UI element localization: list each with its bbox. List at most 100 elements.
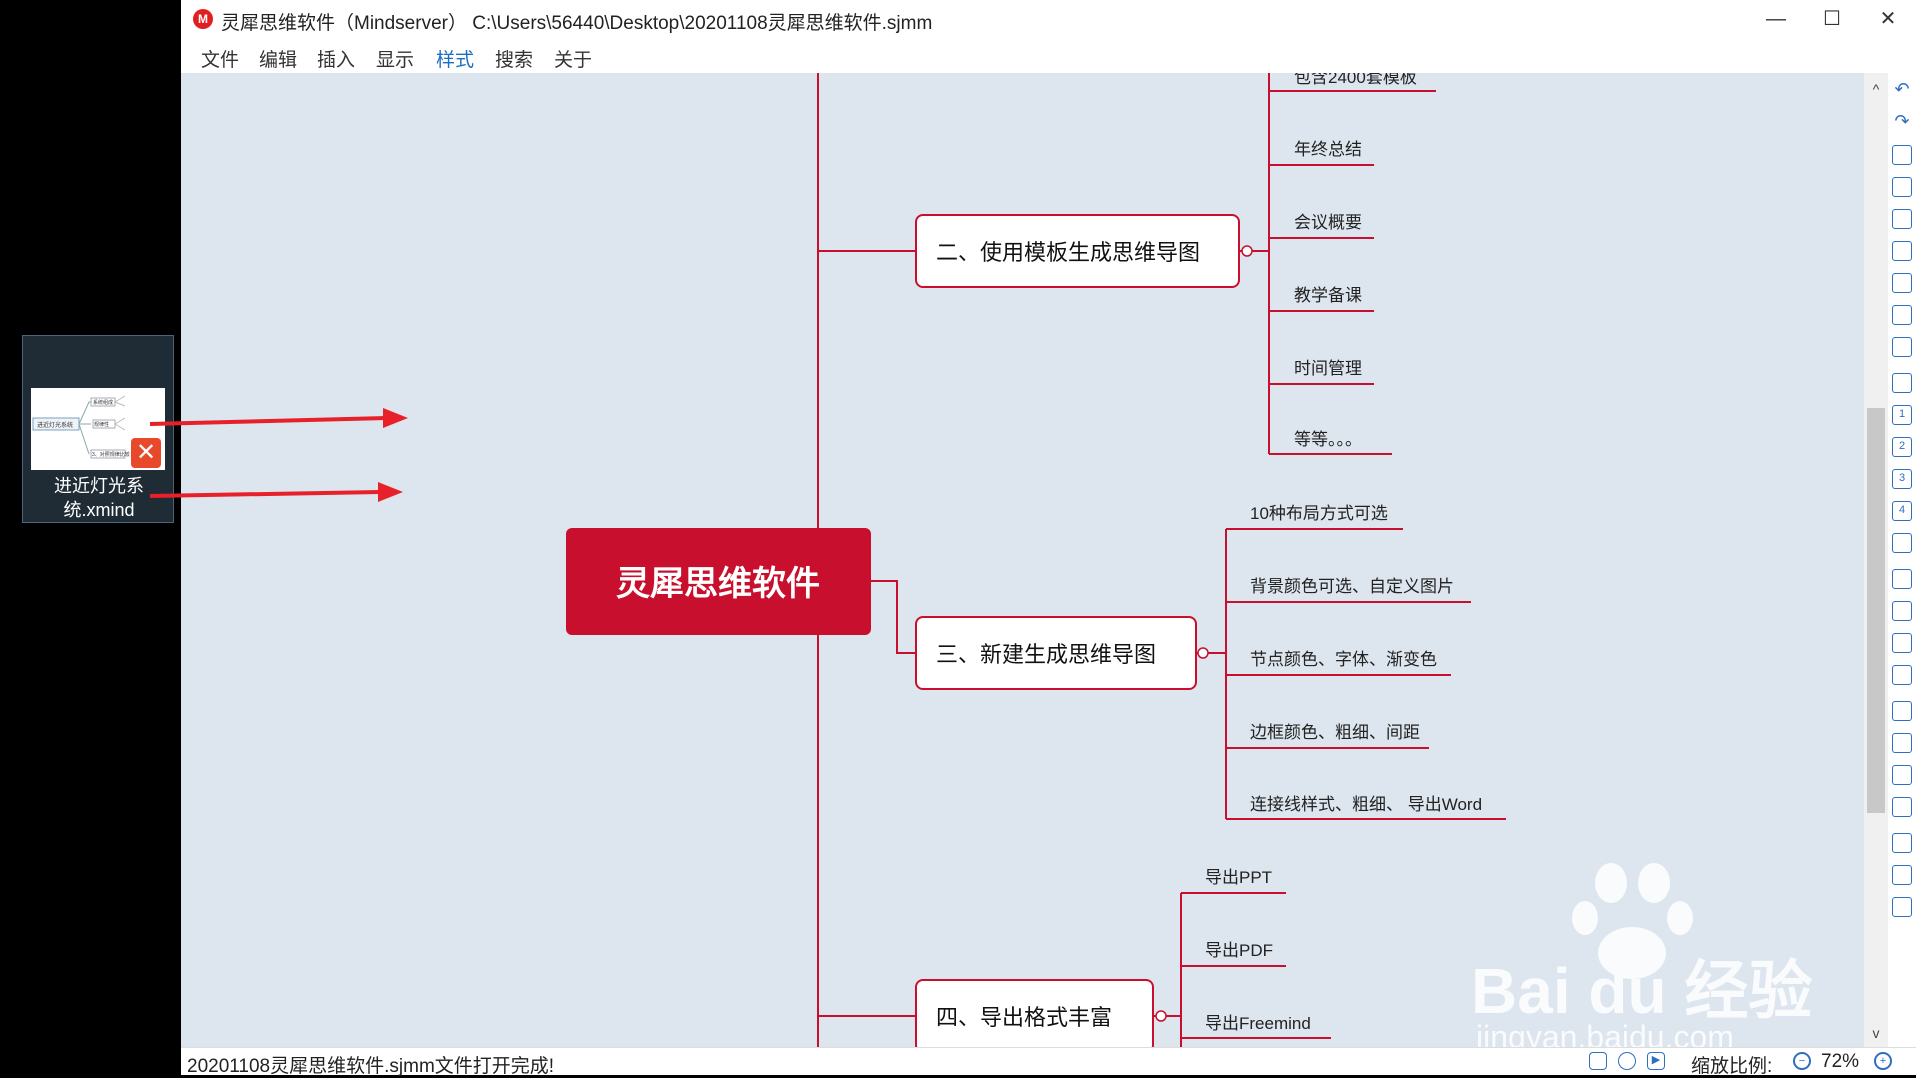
align-right-icon[interactable] [1892, 665, 1912, 685]
leaf-node[interactable]: 背景颜色可选、自定义图片 [1250, 577, 1454, 596]
maximize-button[interactable]: ☐ [1823, 8, 1841, 30]
thumbnail-mindmap: 进近灯光系统 系统组成 规律性 3、对照规律比较 [32, 395, 130, 459]
branch-label-templates: 二、使用模板生成思维导图 [936, 240, 1200, 265]
zoom-in-icon[interactable]: + [1874, 1052, 1892, 1070]
scroll-down-icon[interactable]: v [1872, 1025, 1880, 1041]
leaf-node[interactable]: 节点颜色、字体、渐变色 [1250, 650, 1437, 669]
thumb-root-label: 进近灯光系统 [37, 421, 73, 429]
paw-icon [1572, 863, 1693, 979]
vertical-scrollbar[interactable]: ^ v [1864, 73, 1888, 1047]
red-arrow-icon [149, 482, 403, 502]
menu-about[interactable]: 关于 [554, 50, 593, 71]
layout-tree-icon[interactable] [1892, 273, 1912, 293]
title-bar: M 灵犀思维软件（Mindserver） C:\Users\56440\Desk… [181, 0, 1916, 38]
branch-label-create: 三、新建生成思维导图 [936, 642, 1156, 667]
collapse-icon[interactable] [1892, 733, 1912, 753]
expand-icon[interactable] [1892, 701, 1912, 721]
chart-icon[interactable] [1892, 833, 1912, 853]
menu-view[interactable]: 显示 [376, 50, 415, 71]
connect-icon[interactable] [1892, 533, 1912, 553]
watermark-url: jingyan.baidu.com [1475, 1019, 1734, 1047]
leaf-node[interactable]: 导出PPT [1205, 868, 1272, 887]
find-icon[interactable] [1892, 797, 1912, 817]
close-button[interactable]: ✕ [1879, 8, 1897, 30]
zoom-label: 缩放比例: [1691, 1056, 1773, 1077]
level-4-icon[interactable]: 4 [1892, 501, 1912, 521]
add-child-icon[interactable] [1892, 177, 1912, 197]
present-icon[interactable]: ▶ [1647, 1052, 1665, 1070]
leaf-node[interactable]: 连接线样式、粗细、 导出Word [1250, 795, 1482, 814]
org-chart-icon[interactable] [1892, 897, 1912, 917]
leaf-node[interactable]: 时间管理 [1294, 359, 1362, 378]
align-top-icon[interactable] [1892, 569, 1912, 589]
root-node-label: 灵犀思维软件 [616, 565, 820, 603]
level-3-icon[interactable]: 3 [1892, 469, 1912, 489]
baidu-watermark: Bai du 经验 jingyan.baidu.com [1471, 863, 1812, 1047]
leaf-node[interactable]: 年终总结 [1294, 140, 1362, 159]
app-window: M 灵犀思维软件（Mindserver） C:\Users\56440\Desk… [181, 0, 1916, 1077]
thumb-label-3: 3、对照规律比较 [92, 451, 130, 458]
desktop-background: 进近灯光系统 系统组成 规律性 3、对照规律比较 ✕ 进近灯光系统.xmind [0, 0, 181, 1074]
app-logo-icon: M [193, 9, 213, 29]
mindmap-canvas[interactable]: 灵犀思维软件 二、使用模板生成思维导图 三、新建生成思维导图 四、导出格式丰富 … [181, 73, 1864, 1047]
redo-icon[interactable]: ↷ [1894, 111, 1910, 131]
connector-lines [817, 73, 1506, 1047]
file-thumbnail: 进近灯光系统 系统组成 规律性 3、对照规律比较 ✕ [31, 388, 165, 470]
leaf-node[interactable]: 会议概要 [1294, 213, 1362, 232]
undo-icon[interactable]: ↶ [1894, 79, 1910, 99]
branch-label-export: 四、导出格式丰富 [936, 1005, 1112, 1030]
menu-insert[interactable]: 插入 [317, 50, 356, 71]
right-toolbar: ↶ ↷ 1 2 3 4 [1888, 73, 1916, 1047]
watermark-brand: Bai du 经验 [1471, 955, 1812, 1027]
delete-icon[interactable] [1892, 337, 1912, 357]
scrollbar-thumb[interactable] [1867, 408, 1885, 813]
menu-edit[interactable]: 编辑 [259, 50, 298, 71]
branch-node-create[interactable]: 三、新建生成思维导图 [915, 616, 1209, 690]
save-icon[interactable] [1892, 145, 1912, 165]
menu-bar: 文件 编辑 插入 显示 样式 搜索 关于 [181, 40, 1916, 72]
bulb-icon[interactable] [1618, 1052, 1636, 1070]
fit-icon[interactable] [1892, 765, 1912, 785]
minimize-button[interactable]: — [1766, 8, 1786, 30]
add-sibling-icon[interactable] [1892, 209, 1912, 229]
outline-icon[interactable] [1589, 1052, 1607, 1070]
root-node[interactable]: 灵犀思维软件 [566, 528, 871, 635]
structure-icon[interactable] [1892, 373, 1912, 393]
menu-style[interactable]: 样式 [436, 50, 475, 71]
branch-node-templates[interactable]: 二、使用模板生成思维导图 [915, 214, 1253, 288]
red-arrow-icon [149, 408, 408, 428]
leaf-node[interactable]: 包含2400套模板 [1294, 73, 1417, 87]
thumb-label-2: 规律性 [94, 421, 109, 428]
branch-node-export[interactable]: 四、导出格式丰富 [915, 979, 1167, 1047]
leaf-node[interactable]: 导出PDF [1205, 941, 1273, 960]
zoom-value: 72% [1821, 1051, 1860, 1072]
align-bottom-icon[interactable] [1892, 601, 1912, 621]
scroll-up-icon[interactable]: ^ [1872, 81, 1880, 97]
status-message: 20201108灵犀思维软件.sjmm文件打开完成! [187, 1056, 555, 1077]
window-title: 灵犀思维软件（Mindserver） C:\Users\56440\Deskto… [221, 13, 933, 34]
thumb-label-1: 系统组成 [93, 399, 113, 406]
zoom-out-icon[interactable]: − [1793, 1052, 1811, 1070]
leaf-node[interactable]: 边框颜色、粗细、间距 [1250, 723, 1420, 742]
status-bar: 20201108灵犀思维软件.sjmm文件打开完成! ▶ 缩放比例: − 72%… [181, 1047, 1916, 1077]
collapse-toggle-icon[interactable] [1241, 245, 1253, 257]
align-left-icon[interactable] [1892, 633, 1912, 653]
layout-list-icon[interactable] [1892, 305, 1912, 325]
leaf-node[interactable]: 等等。。。 [1294, 430, 1362, 449]
leaf-node[interactable]: 导出Freemind [1205, 1014, 1311, 1033]
desktop-file-icon[interactable]: 进近灯光系统 系统组成 规律性 3、对照规律比较 ✕ 进近灯光系统.xmind [22, 335, 174, 523]
mindmap-svg: 灵犀思维软件 二、使用模板生成思维导图 三、新建生成思维导图 四、导出格式丰富 … [566, 73, 1812, 1047]
leaf-node[interactable]: 教学备课 [1294, 286, 1362, 305]
desktop-file-name: 进近灯光系统.xmind [54, 476, 144, 520]
menu-file[interactable]: 文件 [201, 50, 240, 71]
collapse-toggle-icon[interactable] [1197, 647, 1209, 659]
add-parent-icon[interactable] [1892, 241, 1912, 261]
leaf-node[interactable]: 10种布局方式可选 [1250, 504, 1388, 523]
level-1-icon[interactable]: 1 [1892, 405, 1912, 425]
xmind-badge-icon: ✕ [131, 438, 161, 468]
level-2-icon[interactable]: 2 [1892, 437, 1912, 457]
collapse-toggle-icon[interactable] [1155, 1010, 1167, 1022]
share-icon[interactable] [1892, 865, 1912, 885]
menu-search[interactable]: 搜索 [495, 50, 534, 71]
